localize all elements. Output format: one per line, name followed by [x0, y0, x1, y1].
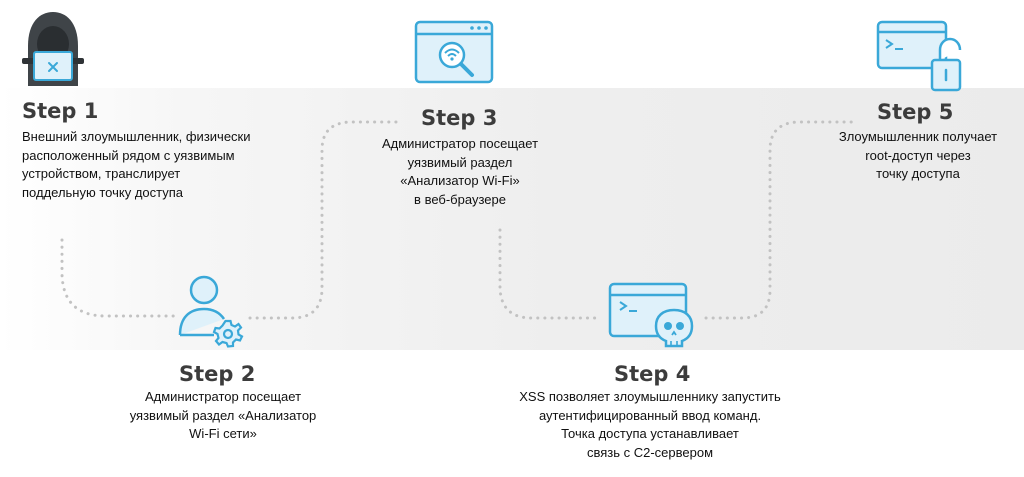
step-2-description: Администратор посещает уязвимый раздел «… — [108, 388, 338, 444]
description-line: устройством, транслирует — [22, 166, 181, 181]
step-3-title: Step 3 — [421, 106, 498, 130]
description-line: Wi-Fi сети» — [189, 426, 257, 441]
description-line: точку доступа — [876, 166, 960, 181]
description-line: Точка доступа устанавливает — [561, 426, 739, 441]
hooded-hacker-laptop-icon — [22, 12, 84, 86]
step-5-title: Step 5 — [877, 100, 954, 124]
terminal-unlocked-padlock-icon — [876, 20, 962, 92]
step-2-title: Step 2 — [179, 362, 256, 386]
step-3-description: Администратор посещает уязвимый раздел «… — [350, 135, 570, 209]
description-line: Администратор посещает — [144, 389, 302, 404]
admin-user-gear-icon — [178, 275, 244, 348]
description-line: уязвимый раздел «Анализатор — [129, 407, 317, 423]
description-line: аутентифицированный ввод команд. — [538, 407, 762, 423]
description-line: Администратор посещает — [381, 136, 539, 151]
description-line: связь с C2-сервером — [586, 444, 714, 460]
description-line: XSS позволяет злоумышленнику запустить — [519, 389, 781, 404]
description-line: Злоумышленник получает — [838, 129, 998, 144]
step-1-description: Внешний злоумышленник, физически располо… — [22, 128, 251, 202]
terminal-skull-icon — [608, 282, 694, 348]
step-5-description: Злоумышленник получает root-доступ через… — [828, 128, 1008, 184]
background-band — [0, 88, 1024, 350]
description-line: расположенный рядом с уязвимым — [22, 147, 235, 163]
browser-wifi-search-icon — [414, 20, 494, 84]
description-line: «Анализатор Wi-Fi» — [400, 173, 520, 188]
description-line: в веб-браузере — [414, 191, 506, 207]
step-4-description: XSS позволяет злоумышленнику запустить а… — [500, 388, 800, 462]
description-line: root-доступ через — [865, 147, 971, 163]
step-1-title: Step 1 — [22, 99, 99, 123]
description-line: поддельную точку доступа — [22, 184, 184, 200]
description-line: Внешний злоумышленник, физически — [22, 129, 251, 144]
description-line: уязвимый раздел — [407, 154, 513, 170]
step-4-title: Step 4 — [614, 362, 691, 386]
